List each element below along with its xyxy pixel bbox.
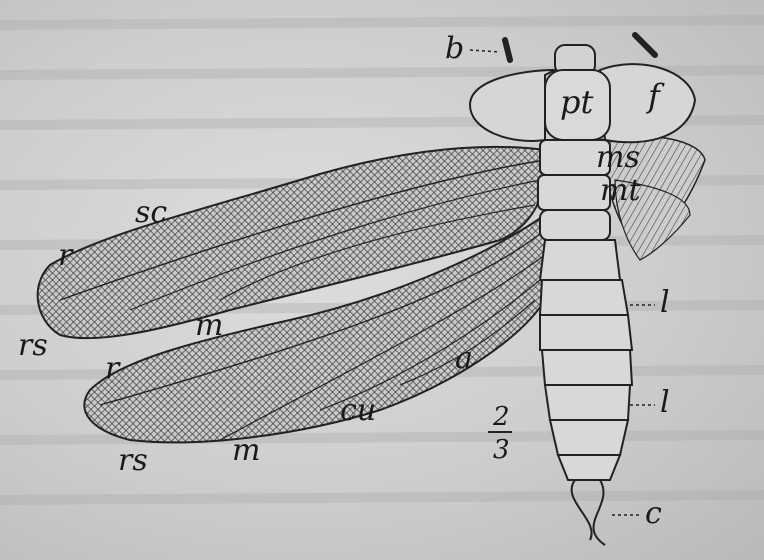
label-c: c xyxy=(645,496,662,531)
scale-numerator: 2 xyxy=(492,402,510,432)
label-rs-lower: rs xyxy=(118,443,148,478)
label-m-lower: m xyxy=(232,433,260,468)
label-l-upper: l xyxy=(660,285,670,320)
label-r-lower: r xyxy=(105,351,121,386)
scale-denominator: 3 xyxy=(493,435,510,465)
label-sc: sc xyxy=(135,195,167,230)
label-l-lower: l xyxy=(660,385,670,420)
label-m-upper: m xyxy=(195,308,223,343)
label-ms: ms xyxy=(596,140,640,175)
label-b: b xyxy=(445,31,464,66)
label-rs-upper: rs xyxy=(18,328,48,363)
label-cu: cu xyxy=(340,393,376,428)
label-a: a xyxy=(455,341,473,376)
label-r-upper: r xyxy=(58,238,74,273)
label-mt: mt xyxy=(600,173,641,208)
label-pt: pt xyxy=(560,83,593,121)
